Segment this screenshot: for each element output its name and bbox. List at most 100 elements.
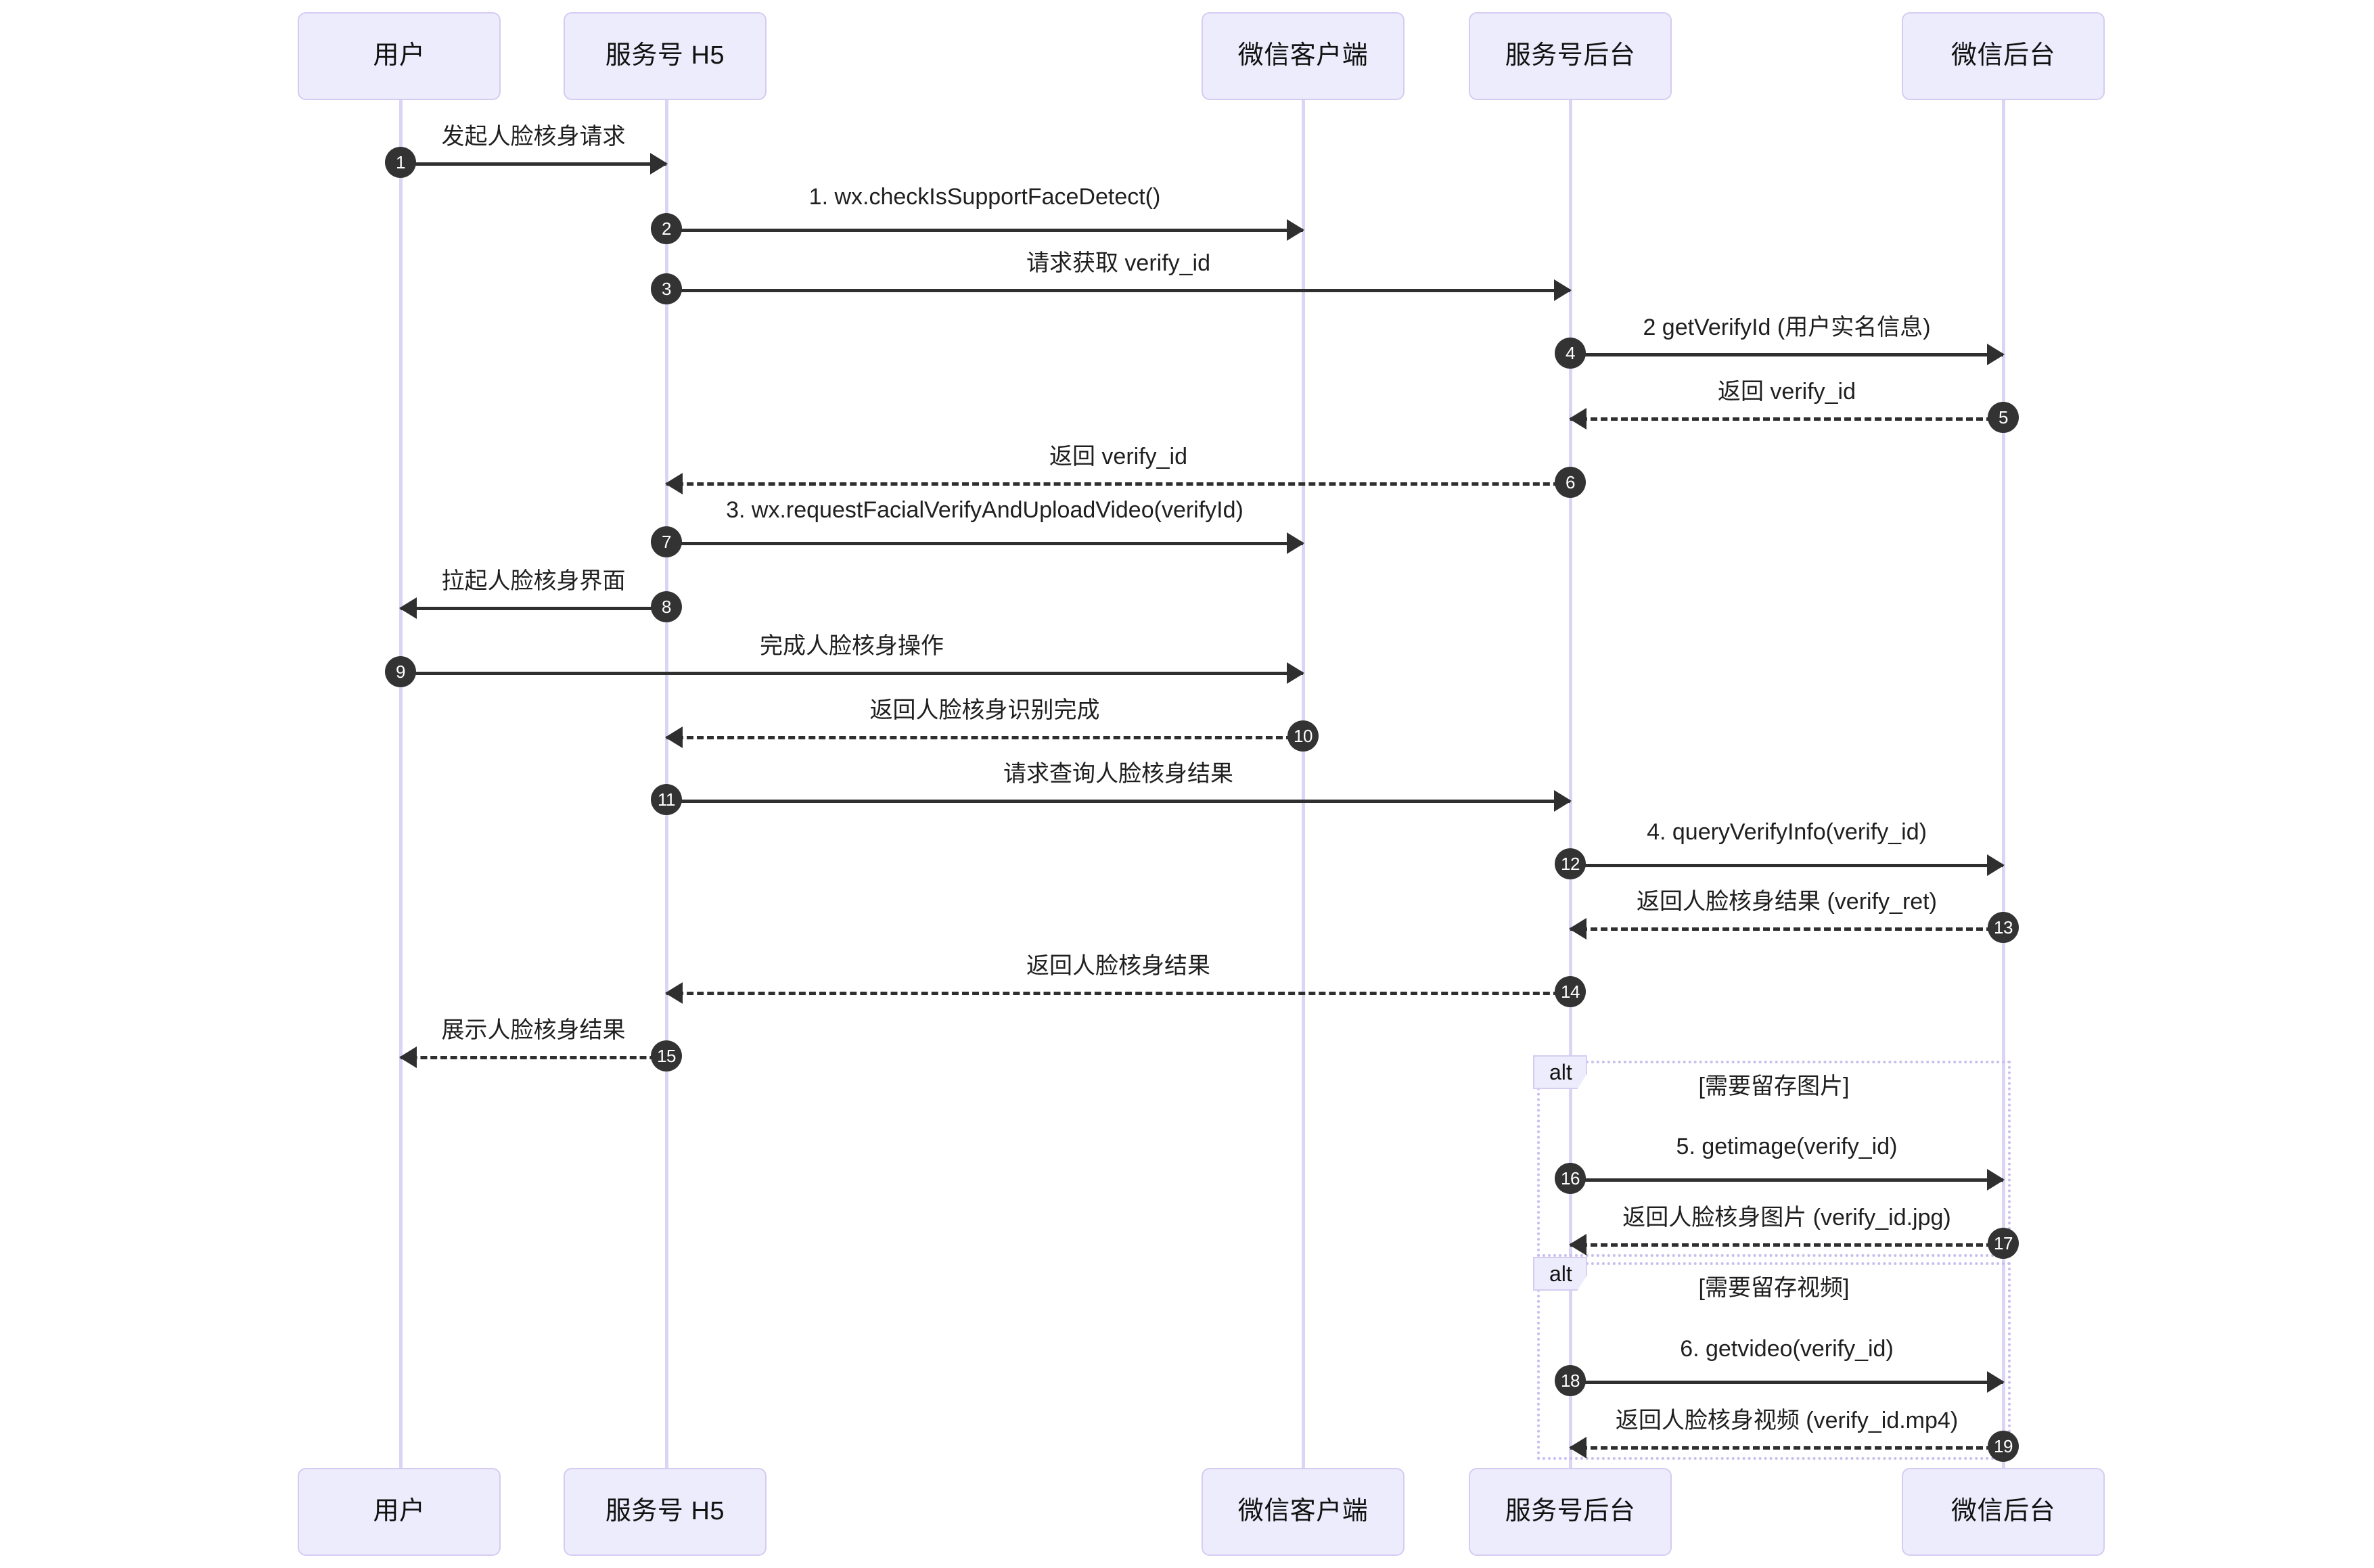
sequence-number-badge: 4: [1555, 338, 1586, 369]
participant-label: 服务号后台: [1505, 41, 1636, 70]
message-line: [401, 607, 666, 610]
participant-label: 微信客户端: [1237, 41, 1369, 70]
message-label: 6. getvideo(verify_id): [1680, 1336, 1894, 1362]
message-label: 返回人脸核身视频 (verify_id.mp4): [1615, 1408, 1959, 1433]
message-label: 返回人脸核身图片 (verify_id.jpg): [1622, 1205, 1951, 1230]
sequence-number-badge: 2: [651, 213, 682, 244]
alt-fragment: [1537, 1262, 2011, 1460]
message-line: [1570, 1243, 2003, 1247]
message-line: [1570, 1446, 2003, 1450]
alt-fragment-tag: alt: [1533, 1055, 1587, 1089]
message-label: 返回人脸核身结果 (verify_ret): [1637, 889, 1937, 915]
message-label: 1. wx.checkIsSupportFaceDetect(): [808, 184, 1161, 210]
arrow-head-icon: [1287, 662, 1304, 684]
message-label: 完成人脸核身操作: [760, 633, 944, 659]
arrow-head-icon: [1569, 408, 1587, 430]
participant-wxserver-top[interactable]: 微信后台: [1902, 12, 2105, 100]
sequence-number-badge: 7: [651, 526, 682, 557]
participant-wxclient-top[interactable]: 微信客户端: [1202, 12, 1405, 100]
message-line: [666, 482, 1570, 486]
arrow-head-icon: [665, 982, 683, 1004]
message-line: [666, 542, 1303, 545]
arrow-head-icon: [1569, 1234, 1587, 1255]
message-line: [666, 992, 1570, 995]
sequence-number-badge: 9: [385, 656, 416, 687]
sequence-number-badge: 1: [385, 147, 416, 178]
lifeline-wxclient: [1302, 100, 1305, 1468]
message-label: 拉起人脸核身界面: [441, 568, 626, 594]
sequence-number-badge: 10: [1287, 720, 1319, 752]
alt-fragment: [1537, 1061, 2011, 1257]
message-line: [1570, 353, 2003, 356]
participant-label: 微信后台: [1950, 1497, 2055, 1526]
participant-label: 服务号后台: [1505, 1497, 1636, 1526]
message-line: [1570, 927, 2003, 931]
participant-label: 服务号 H5: [605, 41, 725, 70]
participant-wxserver-bottom[interactable]: 微信后台: [1902, 1468, 2105, 1556]
sequence-number-badge: 17: [1988, 1228, 2019, 1259]
arrow-head-icon: [665, 727, 683, 748]
lifeline-backend: [1569, 100, 1572, 1468]
message-label: 返回 verify_id: [1049, 444, 1188, 469]
participant-wxclient-bottom[interactable]: 微信客户端: [1202, 1468, 1405, 1556]
sequence-number-badge: 6: [1555, 467, 1586, 498]
message-label: 返回人脸核身识别完成: [869, 697, 1100, 723]
arrow-head-icon: [650, 153, 668, 175]
arrow-head-icon: [1987, 1371, 2005, 1393]
sequence-number-badge: 11: [651, 784, 682, 815]
sequence-number-badge: 3: [651, 273, 682, 304]
message-line: [401, 162, 666, 166]
arrow-head-icon: [1554, 279, 1572, 301]
lifeline-user: [399, 100, 403, 1468]
sequence-number-badge: 14: [1555, 976, 1586, 1007]
message-label: 展示人脸核身结果: [441, 1017, 626, 1043]
message-label: 2 getVerifyId (用户实名信息): [1643, 315, 1931, 340]
sequence-number-badge: 12: [1555, 848, 1586, 879]
message-label: 5. getimage(verify_id): [1676, 1134, 1898, 1159]
participant-label: 用户: [373, 1497, 426, 1526]
message-line: [1570, 1381, 2003, 1384]
message-line: [666, 289, 1570, 292]
participant-backend-bottom[interactable]: 服务号后台: [1469, 1468, 1672, 1556]
participant-h5-top[interactable]: 服务号 H5: [564, 12, 767, 100]
lifeline-wxserver: [2002, 100, 2005, 1468]
participant-backend-top[interactable]: 服务号后台: [1469, 12, 1672, 100]
alt-fragment-condition: [需要留存图片]: [1698, 1074, 1850, 1099]
message-label: 4. queryVerifyInfo(verify_id): [1647, 819, 1927, 845]
message-line: [1570, 1178, 2003, 1182]
sequence-number-badge: 5: [1988, 402, 2019, 433]
arrow-head-icon: [1569, 918, 1587, 940]
sequence-number-badge: 13: [1988, 912, 2019, 943]
message-label: 返回 verify_id: [1717, 379, 1856, 405]
arrow-head-icon: [1287, 219, 1304, 241]
arrow-head-icon: [665, 473, 683, 494]
arrow-head-icon: [399, 1046, 417, 1068]
message-label: 请求获取 verify_id: [1026, 250, 1211, 276]
message-line: [401, 672, 1303, 675]
arrow-head-icon: [1987, 854, 2005, 876]
message-line: [1570, 864, 2003, 867]
sequence-number-badge: 15: [651, 1040, 682, 1071]
participant-user-top[interactable]: 用户: [298, 12, 501, 100]
participant-label: 微信后台: [1950, 41, 2055, 70]
message-line: [401, 1056, 666, 1059]
arrow-head-icon: [1569, 1437, 1587, 1458]
sequence-number-badge: 8: [651, 591, 682, 622]
participant-user-bottom[interactable]: 用户: [298, 1468, 501, 1556]
participant-label: 服务号 H5: [605, 1497, 725, 1526]
arrow-head-icon: [1987, 1169, 2005, 1191]
message-label: 返回人脸核身结果: [1026, 953, 1210, 979]
message-label: 请求查询人脸核身结果: [1003, 761, 1233, 787]
message-label: 发起人脸核身请求: [441, 124, 626, 149]
sequence-number-badge: 18: [1555, 1365, 1586, 1396]
message-line: [666, 229, 1303, 232]
participant-label: 用户: [373, 41, 426, 70]
arrow-head-icon: [399, 597, 417, 619]
arrow-head-icon: [1554, 790, 1572, 812]
arrow-head-icon: [1287, 532, 1304, 554]
participant-h5-bottom[interactable]: 服务号 H5: [564, 1468, 767, 1556]
participant-label: 微信客户端: [1237, 1497, 1369, 1526]
alt-fragment-tag: alt: [1533, 1257, 1587, 1291]
message-line: [1570, 417, 2003, 421]
